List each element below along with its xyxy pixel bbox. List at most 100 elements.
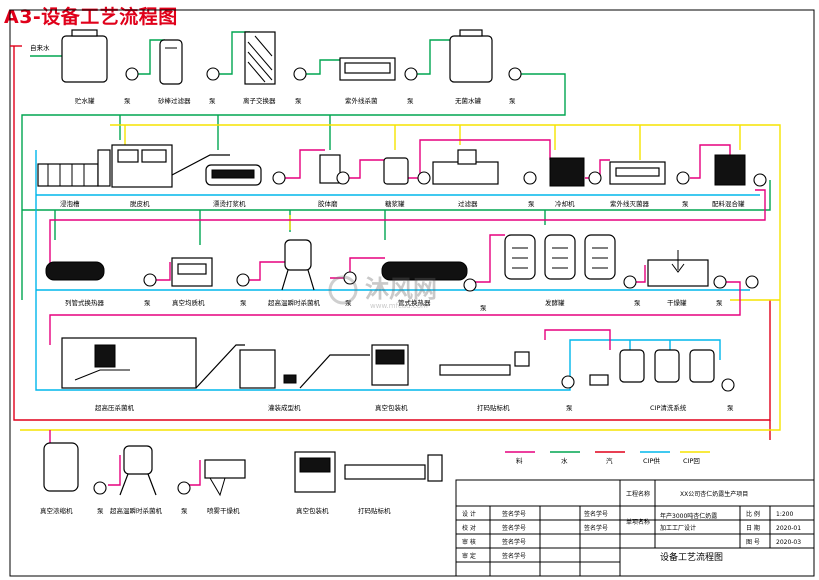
sign-field: 签名学号 — [584, 524, 608, 532]
hpp-sterilizer[interactable] — [61, 337, 197, 389]
pump-icon[interactable] — [343, 271, 357, 285]
title-block: 工程名称 XX公司杏仁奶露生产项目 单项名称 年产3000吨杏仁奶露 加工工厂设… — [455, 479, 815, 577]
row1-labels: 自来水 贮水罐 泵 砂棒过滤器 泵 离子交换器 泵 紫外线杀菌 泵 无菌水罐 泵 — [30, 43, 516, 105]
item-value-1: 年产3000吨杏仁奶露 — [660, 512, 717, 520]
pump-icon[interactable] — [588, 171, 602, 185]
label-blanching-pulper: 漂烫打浆机 — [213, 199, 246, 208]
syrup-tank[interactable] — [383, 157, 409, 185]
label-uht-sterilizer: 超高温瞬时杀菌机 — [268, 298, 321, 307]
pump-icon[interactable] — [236, 273, 250, 287]
label-sand-filter: 砂棒过滤器 — [158, 96, 191, 105]
label-spray-dryer: 喷雾干燥机 — [207, 506, 240, 515]
coding-labeler-2[interactable] — [344, 464, 426, 480]
label-pump: 泵 — [528, 200, 535, 208]
drawing-frame — [9, 9, 815, 577]
label-pump: 泵 — [345, 299, 352, 307]
cooler[interactable] — [549, 157, 585, 187]
filling-forming-machine[interactable] — [239, 349, 276, 389]
pump-icon[interactable] — [561, 375, 575, 389]
pump-icon[interactable] — [272, 171, 286, 185]
label-syrup-tank: 糖浆罐 — [385, 199, 405, 208]
row4-labels: 超高压杀菌机 灌装成型机 真空包装机 打码贴标机 泵 CIP清洗系统 泵 — [95, 403, 734, 412]
pump-icon[interactable] — [508, 67, 522, 81]
label-pump: 泵 — [407, 97, 414, 105]
label-filling-forming-machine: 灌装成型机 — [268, 403, 301, 412]
pump-icon[interactable] — [713, 275, 727, 289]
tubular-heat-exchanger[interactable] — [381, 261, 468, 281]
pump-icon[interactable] — [753, 173, 767, 187]
sterile-water-tank[interactable] — [449, 35, 493, 83]
uht-sterilizer[interactable] — [284, 239, 312, 271]
pump-icon[interactable] — [125, 67, 139, 81]
row3-equipment — [45, 234, 759, 292]
watermark-text: 沐风网 — [365, 275, 437, 303]
scale-label: 比 例 — [746, 510, 760, 518]
sign-field: 签名学号 — [502, 538, 526, 546]
legend-label-steam: 汽 — [606, 456, 613, 465]
spray-dryer[interactable] — [204, 459, 246, 479]
pump-icon[interactable] — [623, 275, 637, 289]
label-pump: 泵 — [209, 97, 216, 105]
row1-equipment — [61, 29, 522, 85]
pump-icon[interactable] — [143, 273, 157, 287]
fermentation-tank-3[interactable] — [584, 234, 616, 280]
label-sterile-water-tank: 无菌水罐 — [455, 96, 482, 105]
pump-icon[interactable] — [523, 171, 537, 185]
sheet-label: 图 号 — [746, 539, 760, 546]
cip-supply-lines — [35, 150, 760, 391]
label-uv-sterilizer: 紫外线杀菌 — [345, 96, 378, 105]
pump-icon[interactable] — [206, 67, 220, 81]
coding-labeler[interactable] — [439, 364, 511, 376]
label-vacuum-packer-2: 真空包装机 — [296, 506, 329, 515]
vacuum-concentrator[interactable] — [43, 442, 79, 492]
label-pump: 泵 — [727, 404, 734, 412]
legend-label-material: 料 — [516, 456, 523, 465]
water-lines — [21, 31, 771, 300]
label-filter: 过滤器 — [458, 199, 478, 208]
pump-icon[interactable] — [404, 67, 418, 81]
inlet-label: 自来水 — [30, 43, 50, 52]
label-pump: 泵 — [566, 404, 573, 412]
label-pump: 泵 — [716, 299, 723, 307]
pump-icon[interactable] — [417, 171, 431, 185]
label-tube-heat-exchanger: 列管式换热器 — [65, 298, 105, 307]
fermentation-tank-2[interactable] — [544, 234, 576, 280]
colloid-mill[interactable] — [319, 154, 341, 184]
scale-value: 1:200 — [776, 511, 793, 518]
uht-sterilizer-2[interactable] — [123, 445, 153, 475]
label-tubular-heat-exchanger: 管式换热器 — [398, 298, 431, 307]
legend-label-cip-supply: CIP供 — [643, 456, 660, 465]
pump-icon[interactable] — [336, 171, 350, 185]
date-value: 2020-01 — [776, 525, 801, 532]
pump-icon[interactable] — [676, 171, 690, 185]
water-storage-tank[interactable] — [61, 35, 108, 83]
pump-icon[interactable] — [745, 275, 759, 289]
label-hpp-sterilizer: 超高压杀菌机 — [95, 403, 135, 412]
pump-icon[interactable] — [93, 481, 107, 495]
pump-icon[interactable] — [177, 481, 191, 495]
cip-tank-1[interactable] — [619, 349, 645, 383]
sand-filter[interactable] — [159, 39, 183, 85]
tube-heat-exchanger[interactable] — [45, 261, 105, 281]
soaking-tank[interactable] — [37, 163, 99, 187]
cip-tank-3[interactable] — [689, 349, 715, 383]
ion-exchanger[interactable] — [244, 31, 276, 85]
label-pump: 泵 — [634, 299, 641, 307]
row5-labels: 真空浓缩机 泵 超高温瞬时杀菌机 泵 喷雾干燥机 真空包装机 打码贴标机 — [40, 506, 391, 515]
fermentation-tank-1[interactable] — [504, 234, 536, 280]
label-pump: 泵 — [124, 97, 131, 105]
item-label: 单项名称 — [626, 518, 650, 526]
label-peeling-machine: 脱皮机 — [130, 199, 150, 208]
pump-icon[interactable] — [293, 67, 307, 81]
legend: 料 水 汽 CIP供 CIP回 — [505, 451, 710, 465]
watermark: 沐风网 www.mfcad.com — [328, 275, 437, 310]
label-pump: 泵 — [240, 299, 247, 307]
pump-icon[interactable] — [463, 278, 477, 292]
mixing-tank[interactable] — [714, 154, 746, 186]
cip-tank-2[interactable] — [654, 349, 680, 383]
filter[interactable] — [432, 161, 499, 185]
pump-icon[interactable] — [721, 378, 735, 392]
label-pump: 泵 — [295, 97, 302, 105]
sign-row-design: 设 计 — [462, 510, 476, 518]
